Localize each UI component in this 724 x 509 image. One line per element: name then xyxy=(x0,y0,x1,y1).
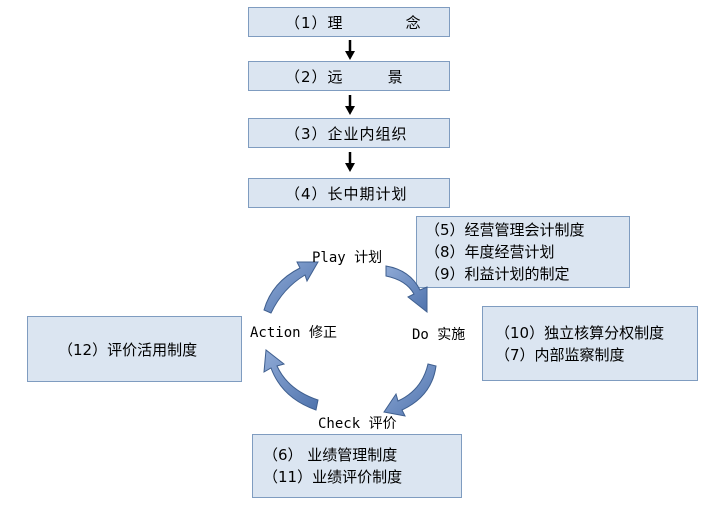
plan-systems-box: （5）经营管理会计制度 （8）年度经营计划 （9）利益计划的制定 xyxy=(416,216,630,288)
plan-item-5: （5）经营管理会计制度 xyxy=(425,221,585,239)
curved-arrow-icon xyxy=(385,265,428,314)
plan-item-8: （8）年度经营计划 xyxy=(425,243,555,261)
stage-2-char-a: 远 xyxy=(327,67,344,86)
do-item-10: （10）独立核算分权制度 xyxy=(495,323,665,342)
cycle-do-label: Do 实施 xyxy=(412,327,466,343)
check-item-11: （11）业绩评价制度 xyxy=(263,468,403,486)
stage-3-label: （3）企业内组织 xyxy=(285,124,408,143)
action-systems-box: （12）评价活用制度 xyxy=(27,316,242,382)
do-systems-box: （10）独立核算分权制度 （7）内部监察制度 xyxy=(482,306,698,381)
stage-1-char-b: 念 xyxy=(405,13,422,32)
stage-2-vision: （2） 远 景 xyxy=(248,61,450,91)
arrow-down-icon xyxy=(345,152,355,172)
curved-arrow-icon xyxy=(383,363,437,417)
curved-arrow-icon xyxy=(263,261,319,314)
stage-1-number: （1） xyxy=(285,13,328,32)
action-item-12: （12）评价活用制度 xyxy=(58,340,198,359)
stage-3-organization: （3）企业内组织 xyxy=(248,118,450,148)
check-systems-box: （6） 业绩管理制度 （11）业绩评价制度 xyxy=(252,434,462,498)
check-item-6: （6） 业绩管理制度 xyxy=(263,446,398,464)
stage-2-char-b: 景 xyxy=(387,67,404,86)
cycle-plan-label: Play 计划 xyxy=(312,250,383,266)
stage-1-char-a: 理 xyxy=(327,13,344,32)
stage-4-long-term-plan: （4）长中期计划 xyxy=(248,178,450,208)
stage-4-label: （4）长中期计划 xyxy=(285,184,408,203)
arrow-down-icon xyxy=(345,40,355,60)
stage-1-philosophy: （1） 理 念 xyxy=(248,7,450,37)
stage-2-number: （2） xyxy=(285,67,328,86)
cycle-action-label: Action 修正 xyxy=(250,325,338,341)
plan-item-9: （9）利益计划的制定 xyxy=(425,265,570,283)
do-item-7: （7）内部监察制度 xyxy=(495,345,625,364)
curved-arrow-icon xyxy=(263,349,319,411)
arrow-down-icon xyxy=(345,95,355,115)
cycle-check-label: Check 评价 xyxy=(318,416,397,432)
